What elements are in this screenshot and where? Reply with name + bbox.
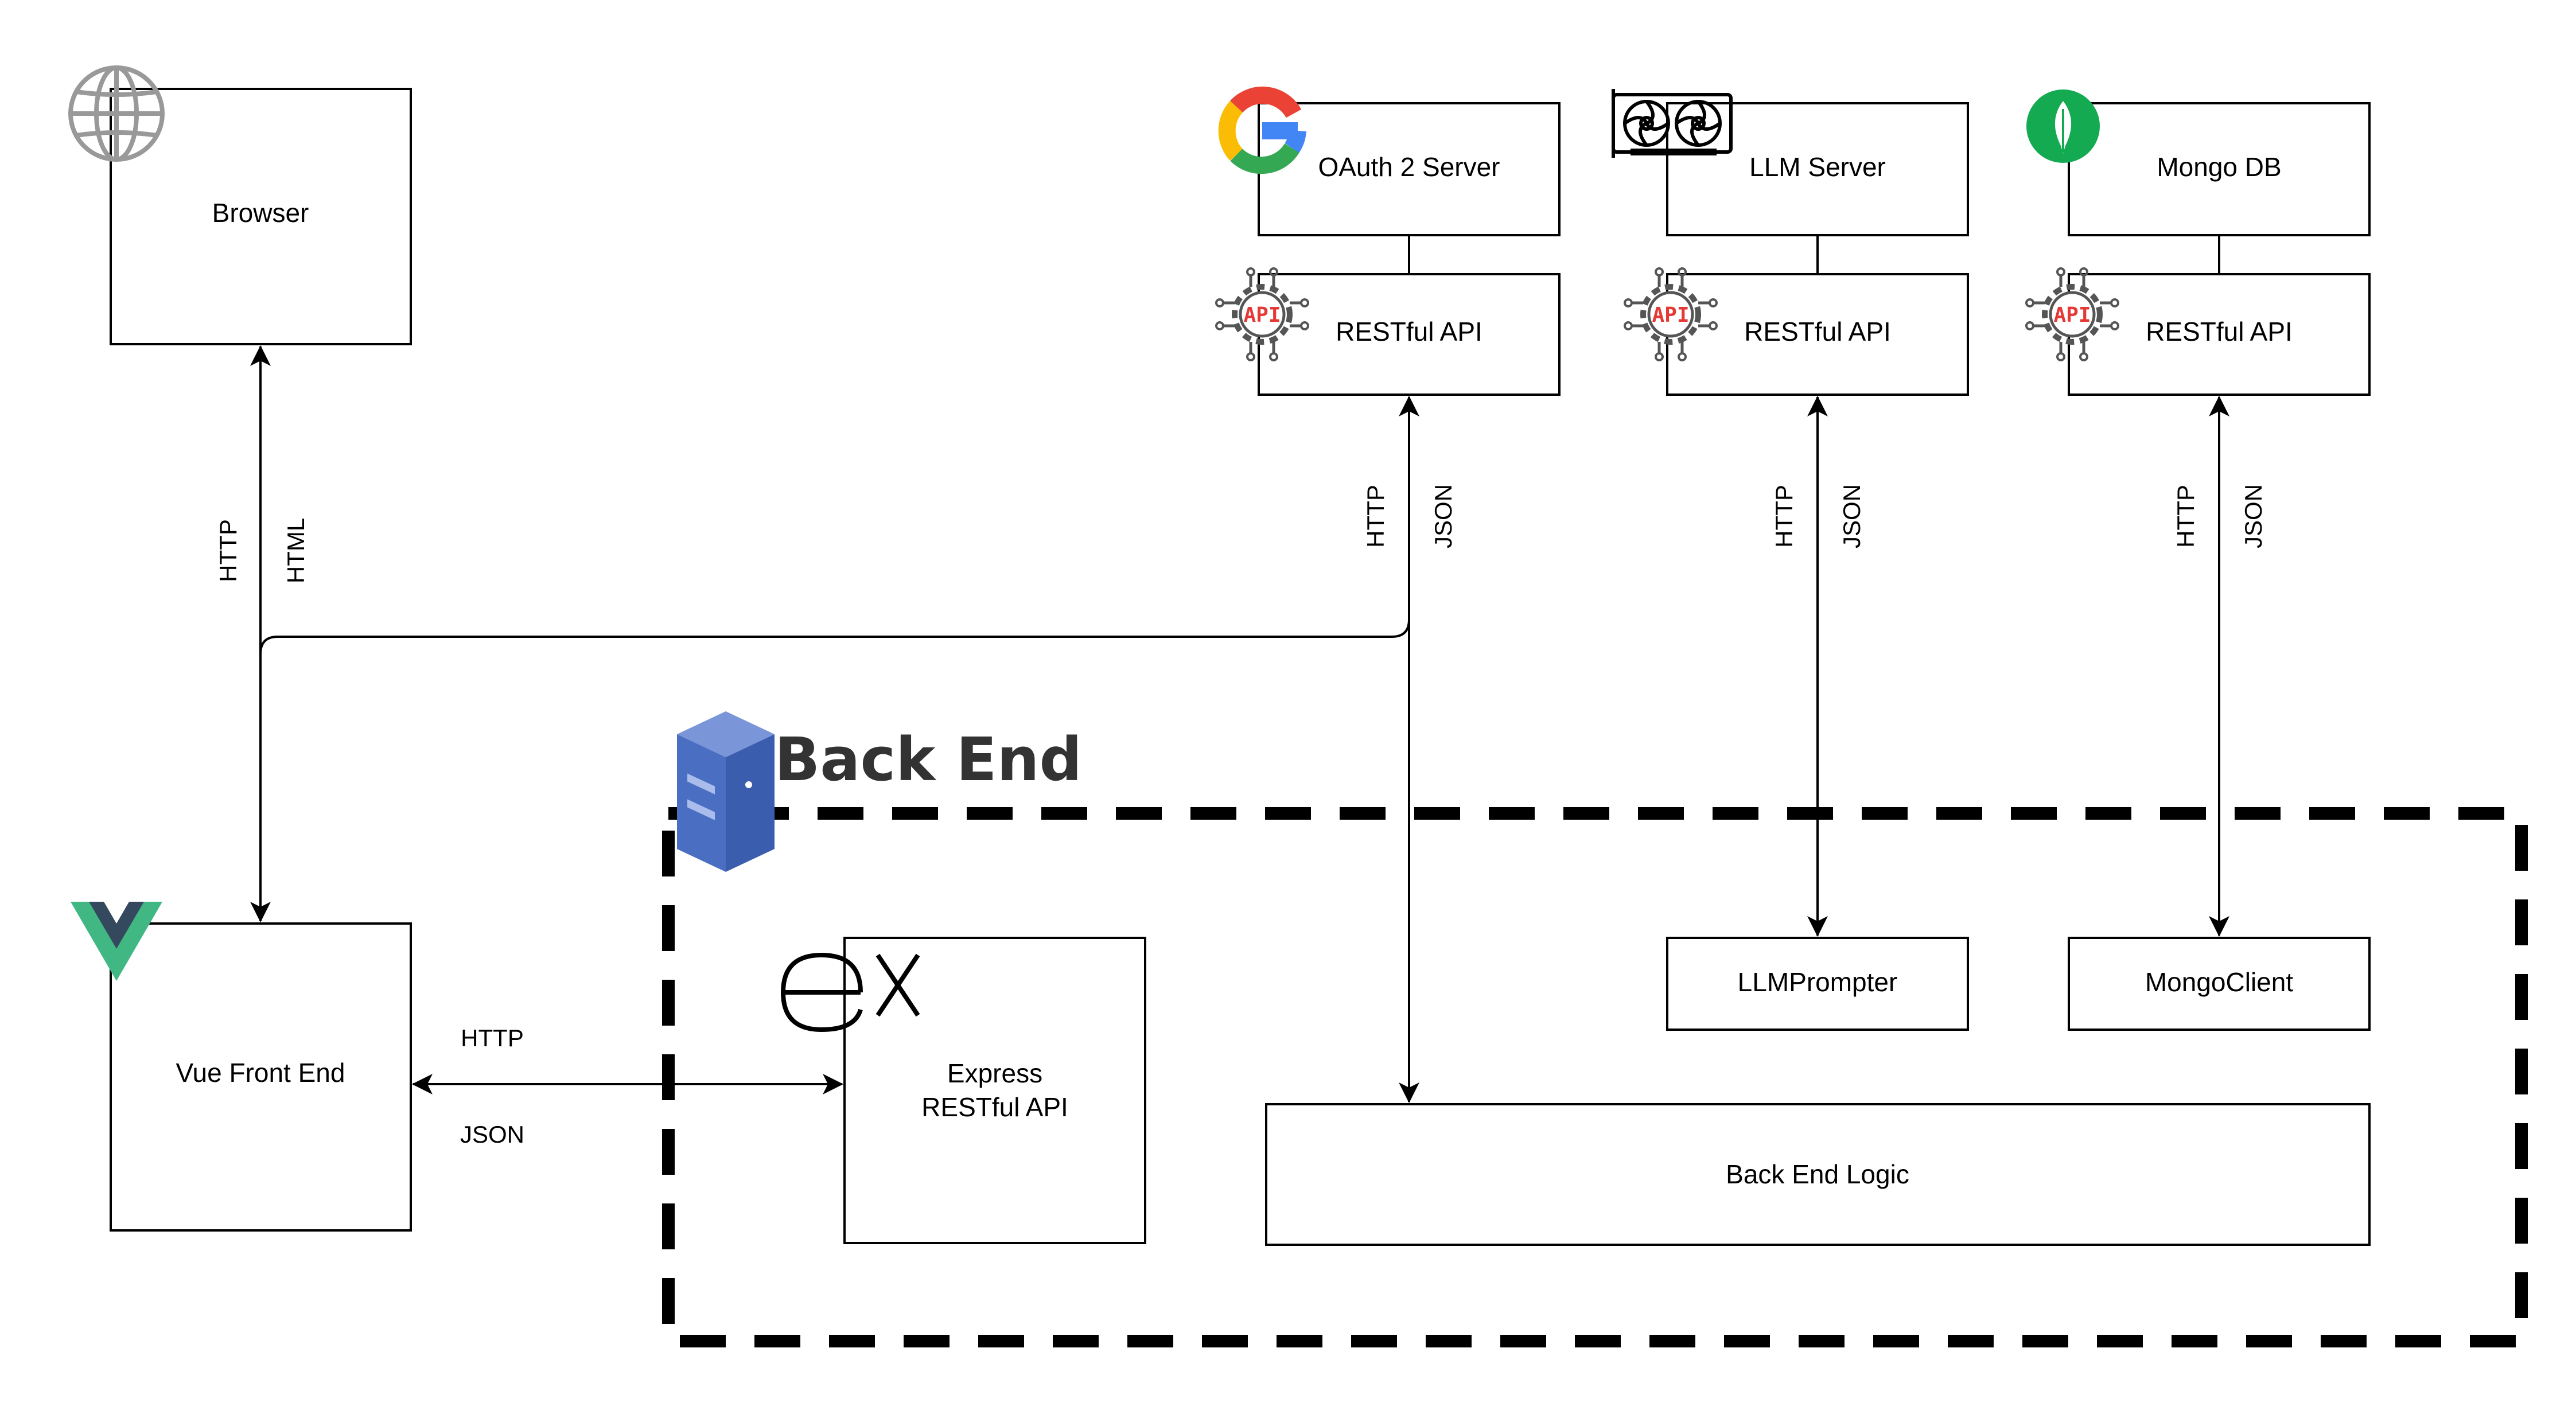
- vue-front-end-label: Vue Front End: [176, 1058, 345, 1088]
- mongo-db-node: [2068, 102, 2371, 236]
- express-http-label: HTTP: [461, 1024, 524, 1051]
- mongo-client-node: [2068, 937, 2371, 1031]
- vue-front-end-node: [110, 922, 412, 1232]
- llm-prompter-label: LLMPrompter: [1738, 967, 1898, 997]
- llm-http-label: HTTP: [1770, 485, 1797, 548]
- mongo-http-label: HTTP: [2172, 485, 2199, 548]
- express-json-label: JSON: [460, 1121, 524, 1148]
- mongodb-leaf-icon: [2026, 89, 2100, 163]
- oauth-json-label: JSON: [1430, 484, 1457, 548]
- oauth-api-label: RESTful API: [1336, 317, 1482, 346]
- express-label-line2: RESTful API: [921, 1092, 1068, 1122]
- express-api-node: [843, 937, 1146, 1244]
- vue-logo-icon: [71, 902, 162, 981]
- browser-label: Browser: [212, 198, 309, 228]
- llm-api-label: RESTful API: [1744, 317, 1891, 346]
- oauth-server-label: OAuth 2 Server: [1318, 152, 1500, 182]
- server-icon: [677, 711, 775, 872]
- mongo-api-label: RESTful API: [2146, 317, 2293, 346]
- back-end-logic-node: [1265, 1103, 2371, 1246]
- vue-oauth-edge: [259, 396, 1419, 654]
- back-end-title: Back End: [775, 724, 1082, 794]
- mongo-json-label: JSON: [2240, 484, 2267, 548]
- llm-json-label: JSON: [1838, 484, 1865, 548]
- mongo-client-label: MongoClient: [2145, 967, 2293, 997]
- llm-server-label: LLM Server: [1749, 152, 1886, 182]
- mongo-api-node: [2068, 273, 2371, 396]
- browser-http-label: HTTP: [215, 519, 242, 582]
- llm-prompter-node: [1666, 937, 1969, 1031]
- express-label-line1: Express: [947, 1058, 1042, 1088]
- express-logo-icon: [780, 952, 920, 1033]
- back-end-logic-label: Back End Logic: [1726, 1159, 1909, 1189]
- globe-icon: [68, 65, 165, 162]
- google-icon: [1218, 86, 1306, 174]
- gpu-card-icon: [1612, 89, 1733, 158]
- mongo-db-label: Mongo DB: [2157, 152, 2281, 182]
- llm-api-node: [1666, 273, 1969, 396]
- oauth-http-label: HTTP: [1362, 485, 1389, 548]
- oauth-api-node: [1258, 273, 1561, 396]
- browser-html-label: HTML: [282, 518, 309, 583]
